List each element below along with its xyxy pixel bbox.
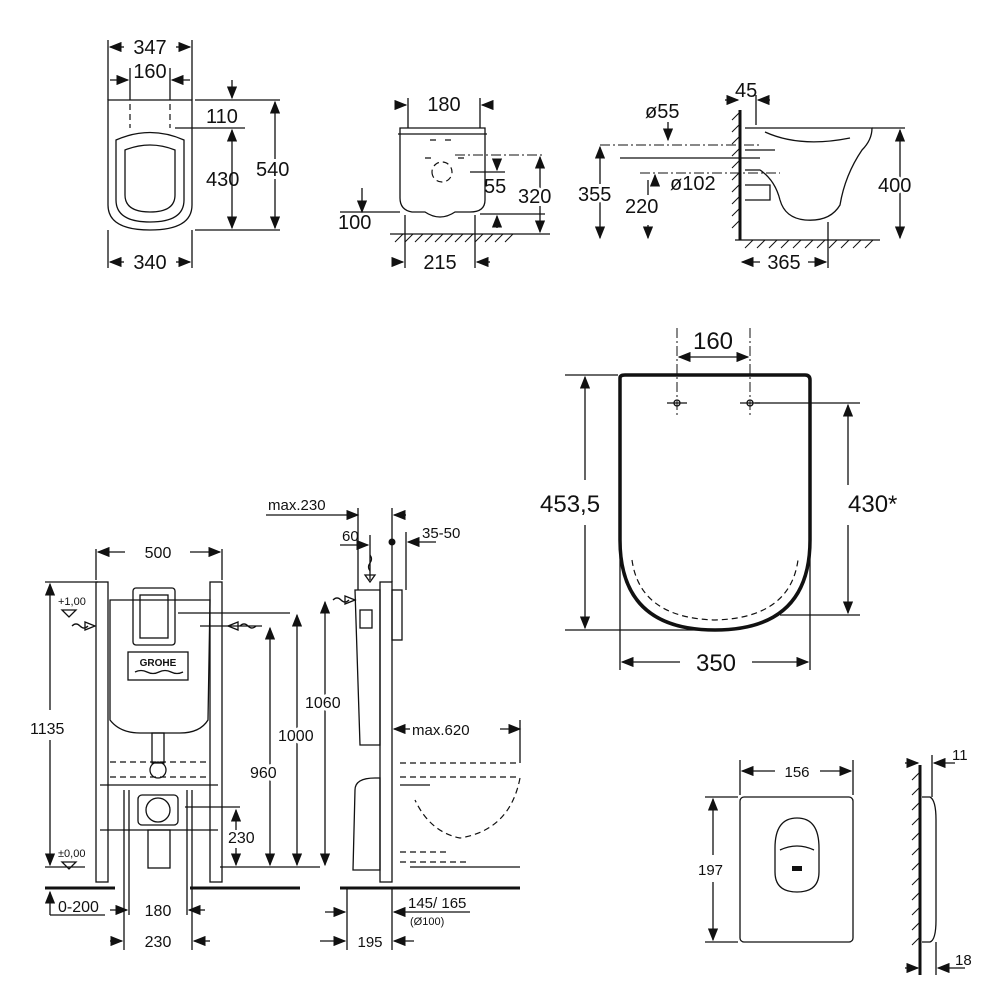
dim-350: 350 (696, 650, 736, 677)
dim-220: 220 (625, 196, 658, 218)
dim-160-top: 160 (133, 61, 166, 83)
dim-o55: ø55 (645, 101, 679, 123)
level-plus-1: +1,00 (58, 596, 86, 608)
dim-430-seat: 430* (848, 491, 897, 518)
dim-145-165: 145/ 165 (408, 895, 466, 912)
water-inlet-side-icon (332, 595, 357, 605)
dim-320: 320 (518, 186, 551, 208)
water-inlet-left-icon (71, 621, 97, 631)
dim-max-230: max.230 (268, 497, 326, 514)
installation-frame-front: GROHE 500 1135 +1,00 ±0,00 960 1000 1060… (30, 545, 344, 951)
dim-195: 195 (357, 934, 382, 951)
dim-365: 365 (767, 252, 800, 274)
dim-430-top: 430 (206, 169, 239, 191)
toilet-section-view: 45 ø55 ø102 355 220 400 365 (575, 80, 914, 274)
dim-500: 500 (145, 545, 172, 562)
dim-215: 215 (423, 252, 456, 274)
dim-seat-160: 160 (693, 328, 733, 355)
dim-453-5: 453,5 (540, 491, 600, 518)
flush-plate-front: 156 197 (698, 760, 854, 943)
dim-156: 156 (784, 764, 809, 781)
dim-100: 100 (338, 212, 371, 234)
dim-18: 18 (955, 952, 972, 969)
dim-230-height: 230 (228, 830, 255, 847)
dim-180-side: 180 (427, 94, 460, 116)
dim-400: 400 (878, 175, 911, 197)
dim-180-bolts: 180 (145, 903, 172, 920)
dim-347: 347 (133, 37, 166, 59)
dim-230-bolts: 230 (145, 934, 172, 951)
level-zero: ±0,00 (58, 848, 85, 860)
dim-0-200: 0-200 (58, 899, 99, 916)
dim-1000: 1000 (278, 728, 314, 745)
dim-o102: ø102 (670, 173, 716, 195)
dim-1060: 1060 (305, 695, 341, 712)
installation-frame-side: max.230 60 35-50 max.620 145/ 165 (Ø100)… (266, 497, 522, 951)
dim-197: 197 (698, 862, 723, 879)
dim-110: 110 (206, 106, 238, 128)
toilet-side-view: 180 55 320 100 215 (338, 94, 554, 274)
dim-o100: (Ø100) (410, 916, 444, 928)
dim-60: 60 (342, 528, 359, 545)
dim-55-side: 55 (484, 176, 506, 198)
water-supply-icon (363, 554, 377, 584)
dim-540: 540 (256, 159, 289, 181)
dim-355: 355 (578, 184, 611, 206)
grohe-logo: GROHE (140, 658, 177, 669)
toilet-front-view: 347 160 110 430 540 340 (107, 37, 292, 274)
dim-340: 340 (133, 252, 166, 274)
dim-1135: 1135 (30, 721, 65, 738)
dim-45: 45 (735, 80, 757, 102)
seat-top-view: 160 453,5 430* 350 (540, 328, 897, 677)
dim-max-620: max.620 (412, 722, 470, 739)
flush-plate-side: 11 18 (905, 747, 972, 975)
dim-960: 960 (250, 765, 277, 782)
dim-11: 11 (952, 747, 968, 764)
dim-35-50: 35-50 (422, 525, 460, 542)
